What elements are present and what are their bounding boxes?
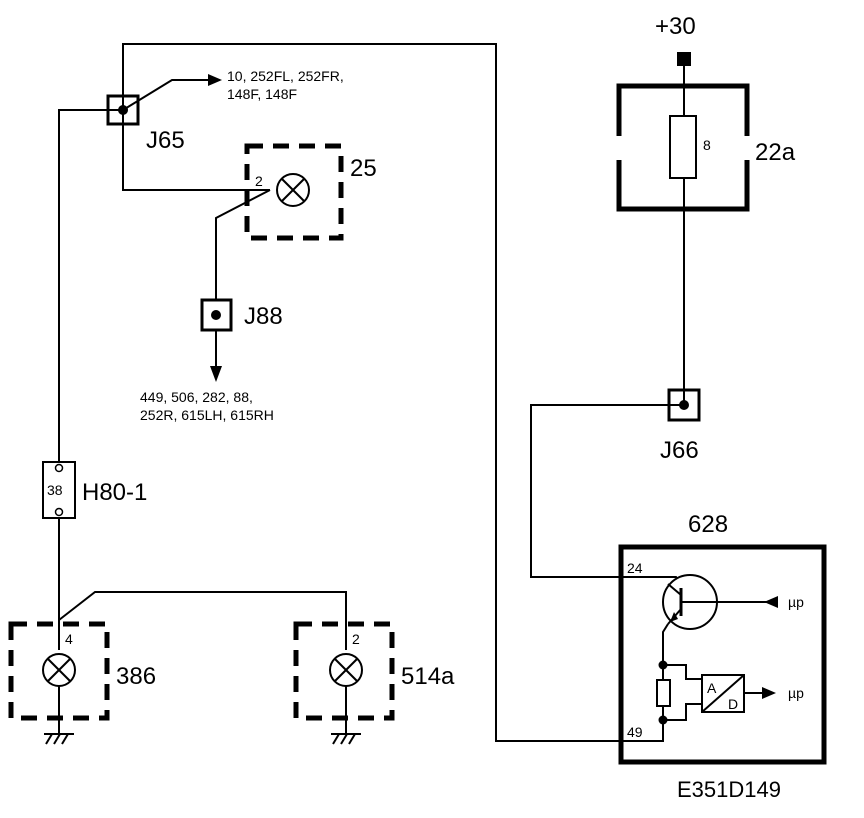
box-25 xyxy=(244,143,344,241)
wire-386-to-514a xyxy=(58,591,347,650)
arrow-up1 xyxy=(764,596,778,608)
arrow-up2 xyxy=(762,687,776,699)
label-628: 628 xyxy=(688,511,728,538)
lamp-25-cross-b xyxy=(281,178,305,202)
pin-25: 2 xyxy=(255,173,263,189)
lamp-514a-cross-b xyxy=(334,658,358,682)
fuse-8-label: 8 xyxy=(703,137,711,153)
arrow-j65 xyxy=(208,74,222,86)
j65-box xyxy=(106,94,140,126)
label-25: 25 xyxy=(350,155,377,182)
label-514a: 514a xyxy=(401,663,455,690)
resistor-icon xyxy=(656,679,671,707)
pin-514a: 2 xyxy=(352,631,360,647)
component-628: 628 24 49 µp A D µp xyxy=(618,511,827,765)
pin-628-49: 49 xyxy=(627,724,643,740)
connector-j88: J88 449, 506, 282, 88, 252R, 615LH, 615R… xyxy=(140,298,283,423)
j65-node xyxy=(118,105,128,115)
wire-adc-in xyxy=(663,664,702,680)
up2-label: µp xyxy=(788,685,804,701)
j65-dest-line1: 10, 252FL, 252FR, xyxy=(227,68,344,84)
j88-dest-line1: 449, 506, 282, 88, xyxy=(140,389,253,405)
component-25: 2 25 xyxy=(244,143,377,241)
up1-label: µp xyxy=(788,594,804,610)
supply-label: +30 xyxy=(655,13,696,40)
j88-dest-line2: 252R, 615LH, 615RH xyxy=(140,407,274,423)
component-22a: 8 22a xyxy=(616,83,796,212)
pin-628-24: 24 xyxy=(627,560,643,576)
box-628 xyxy=(618,544,827,765)
wire-25-to-j88 xyxy=(215,189,271,300)
label-386: 386 xyxy=(116,663,156,690)
j66-box xyxy=(667,388,701,422)
component-514a: 2 514a xyxy=(293,621,455,745)
h80-pin: 38 xyxy=(47,482,63,498)
j88-box xyxy=(200,298,233,332)
wire-adc-gnd xyxy=(663,703,702,721)
ground-icon xyxy=(44,733,74,745)
h80-hole-top xyxy=(54,463,64,473)
component-386: 4 386 xyxy=(8,621,156,745)
j66-label: J66 xyxy=(660,437,699,464)
pin-386: 4 xyxy=(65,631,73,647)
j65-label: J65 xyxy=(146,127,185,154)
component-h80-1: 38 H80-1 xyxy=(42,461,147,519)
box-22a xyxy=(616,83,750,212)
supply-terminal: +30 xyxy=(655,13,696,66)
fuse-8 xyxy=(669,115,697,179)
connector-j66: J66 xyxy=(660,388,701,464)
transistor-icon xyxy=(662,574,770,630)
connector-j65: J65 10, 252FL, 252FR, 148F, 148F xyxy=(106,68,344,154)
wire-top-loop xyxy=(122,43,664,742)
j65-dest-line2: 148F, 148F xyxy=(227,86,297,102)
j88-label: J88 xyxy=(244,303,283,330)
box-514a xyxy=(293,621,395,721)
wire-j65-to-25 xyxy=(122,110,270,191)
wire-j66-to-628 xyxy=(530,404,687,591)
j88-node xyxy=(211,310,221,320)
label-22a: 22a xyxy=(755,139,796,166)
adc-a: A xyxy=(707,680,717,696)
adc-icon: A D xyxy=(701,674,745,713)
drawing-id: E351D149 xyxy=(677,777,781,802)
j66-node xyxy=(679,400,689,410)
lamp-386-cross-b xyxy=(47,658,71,682)
ground-icon xyxy=(331,733,361,745)
adc-d: D xyxy=(728,696,738,712)
supply-square xyxy=(677,52,691,66)
h80-label: H80-1 xyxy=(82,479,147,506)
arrow-j88 xyxy=(210,366,222,382)
h80-hole-bottom xyxy=(54,507,64,517)
wire-j65-to-h80 xyxy=(58,109,123,462)
